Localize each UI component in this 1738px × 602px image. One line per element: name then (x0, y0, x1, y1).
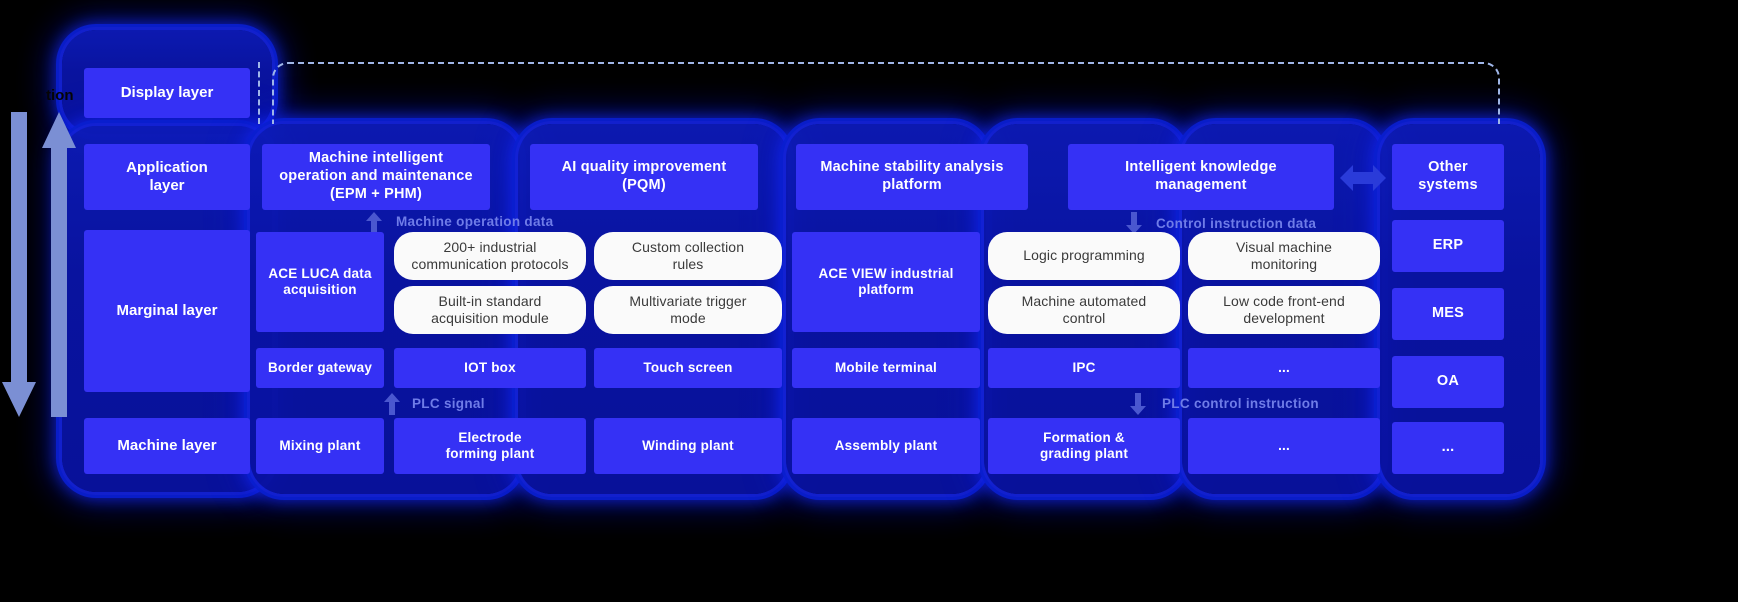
clipped-edge-label: tion (46, 87, 74, 104)
marginal-feature-logic-programming[interactable]: Logic programming (988, 232, 1180, 280)
layer-label-display-text: Display layer (120, 83, 214, 101)
machine-node-5-text: ... (1278, 437, 1290, 453)
display-to-external-dashed-link (272, 62, 1500, 124)
machine-node-1-text: Electrode forming plant (445, 429, 535, 461)
device-node-more[interactable]: ... (1188, 348, 1380, 388)
flow-arrow-down-control-instruction (1126, 212, 1142, 234)
device-node-3-text: Mobile terminal (834, 359, 937, 375)
app-node-machine-intelligent-om[interactable]: Machine intelligent operation and mainte… (262, 144, 490, 210)
external-node-more[interactable]: ... (1392, 422, 1504, 474)
machine-node-2-text: Winding plant (642, 437, 734, 453)
external-node-other-systems[interactable]: Other systems (1392, 144, 1504, 210)
external-node-1-text: ERP (1432, 237, 1464, 254)
machine-node-4-text: Formation & grading plant (1039, 429, 1129, 461)
layer-label-marginal-text: Marginal layer (116, 301, 218, 319)
machine-node-more[interactable]: ... (1188, 418, 1380, 474)
flow-label-machine-operation-data: Machine operation data (396, 214, 554, 229)
device-node-touch-screen[interactable]: Touch screen (594, 348, 782, 388)
layer-label-machine[interactable]: Machine layer (84, 418, 250, 474)
device-node-mobile-terminal[interactable]: Mobile terminal (792, 348, 980, 388)
marginal-feature-low-code-development[interactable]: Low code front-end development (1188, 286, 1380, 334)
layer-label-application[interactable]: Application layer (84, 144, 250, 210)
external-node-0-text: Other systems (1418, 159, 1478, 193)
flow-arrow-up-machine-operation (366, 212, 382, 234)
app-node-intelligent-knowledge-management[interactable]: Intelligent knowledge management (1068, 144, 1334, 210)
machine-node-electrode-forming-plant[interactable]: Electrode forming plant (394, 418, 586, 474)
marginal-left-feature-1-text: Custom collection rules (631, 238, 745, 272)
machine-node-formation-grading-plant[interactable]: Formation & grading plant (988, 418, 1180, 474)
marginal-platform-ace-luca-text: ACE LUCA data acquisition (268, 265, 372, 297)
marginal-left-feature-3-text: Multivariate trigger mode (629, 292, 747, 326)
marginal-feature-multivariate-trigger-mode[interactable]: Multivariate trigger mode (594, 286, 782, 334)
marginal-feature-custom-collection-rules[interactable]: Custom collection rules (594, 232, 782, 280)
dashed-stub-left (258, 62, 260, 124)
external-node-oa[interactable]: OA (1392, 356, 1504, 408)
external-node-2-text: MES (1431, 305, 1465, 322)
app-node-1-text: AI quality improvement (PQM) (561, 159, 727, 193)
marginal-left-feature-0-text: 200+ industrial communication protocols (411, 238, 569, 272)
flow-label-plc-signal: PLC signal (412, 396, 485, 411)
device-node-1-text: IOT box (464, 359, 516, 375)
marginal-feature-machine-automated-control[interactable]: Machine automated control (988, 286, 1180, 334)
marginal-platform-ace-luca[interactable]: ACE LUCA data acquisition (256, 232, 384, 332)
app-node-machine-stability-analysis[interactable]: Machine stability analysis platform (796, 144, 1028, 210)
layer-label-machine-text: Machine layer (117, 436, 217, 454)
machine-node-0-text: Mixing plant (279, 437, 361, 453)
upward-flow-arrow (42, 112, 76, 417)
app-node-3-text: Intelligent knowledge management (1125, 159, 1277, 193)
app-node-0-text: Machine intelligent operation and mainte… (279, 150, 473, 202)
flow-label-control-instruction-data: Control instruction data (1156, 216, 1317, 231)
marginal-feature-visual-machine-monitoring[interactable]: Visual machine monitoring (1188, 232, 1380, 280)
marginal-feature-builtin-acquisition-module[interactable]: Built-in standard acquisition module (394, 286, 586, 334)
downward-flow-arrow (2, 112, 36, 417)
flow-arrow-down-plc-control-instruction (1130, 393, 1146, 415)
layer-label-application-text: Application layer (126, 158, 208, 194)
device-node-5-text: ... (1278, 359, 1290, 375)
flow-arrow-up-plc-signal (384, 393, 400, 415)
device-node-4-text: IPC (1072, 359, 1096, 375)
marginal-right-feature-3-text: Low code front-end development (1223, 292, 1345, 326)
machine-node-assembly-plant[interactable]: Assembly plant (792, 418, 980, 474)
marginal-platform-ace-view[interactable]: ACE VIEW industrial platform (792, 232, 980, 332)
marginal-platform-ace-view-text: ACE VIEW industrial platform (818, 265, 954, 297)
device-node-2-text: Touch screen (643, 359, 733, 375)
layer-label-display[interactable]: Display layer (84, 68, 250, 118)
flow-label-plc-control-instruction: PLC control instruction (1162, 396, 1319, 411)
app-node-2-text: Machine stability analysis platform (820, 159, 1004, 193)
external-node-erp[interactable]: ERP (1392, 220, 1504, 272)
marginal-right-feature-1-text: Visual machine monitoring (1235, 238, 1333, 272)
device-node-border-gateway[interactable]: Border gateway (256, 348, 384, 388)
machine-node-3-text: Assembly plant (834, 437, 938, 453)
external-node-4-text: ... (1441, 439, 1455, 456)
app-node-ai-quality-improvement[interactable]: AI quality improvement (PQM) (530, 144, 758, 210)
marginal-feature-protocols[interactable]: 200+ industrial communication protocols (394, 232, 586, 280)
marginal-left-feature-2-text: Built-in standard acquisition module (431, 292, 549, 326)
marginal-right-feature-0-text: Logic programming (1023, 247, 1145, 264)
external-node-3-text: OA (1436, 373, 1460, 390)
device-node-0-text: Border gateway (267, 359, 373, 375)
bidirectional-link-arrow (1340, 165, 1386, 191)
machine-node-mixing-plant[interactable]: Mixing plant (256, 418, 384, 474)
marginal-right-feature-2-text: Machine automated control (1021, 292, 1147, 326)
device-node-iot-box[interactable]: IOT box (394, 348, 586, 388)
machine-node-winding-plant[interactable]: Winding plant (594, 418, 782, 474)
external-node-mes[interactable]: MES (1392, 288, 1504, 340)
device-node-ipc[interactable]: IPC (988, 348, 1180, 388)
layer-label-marginal[interactable]: Marginal layer (84, 230, 250, 392)
